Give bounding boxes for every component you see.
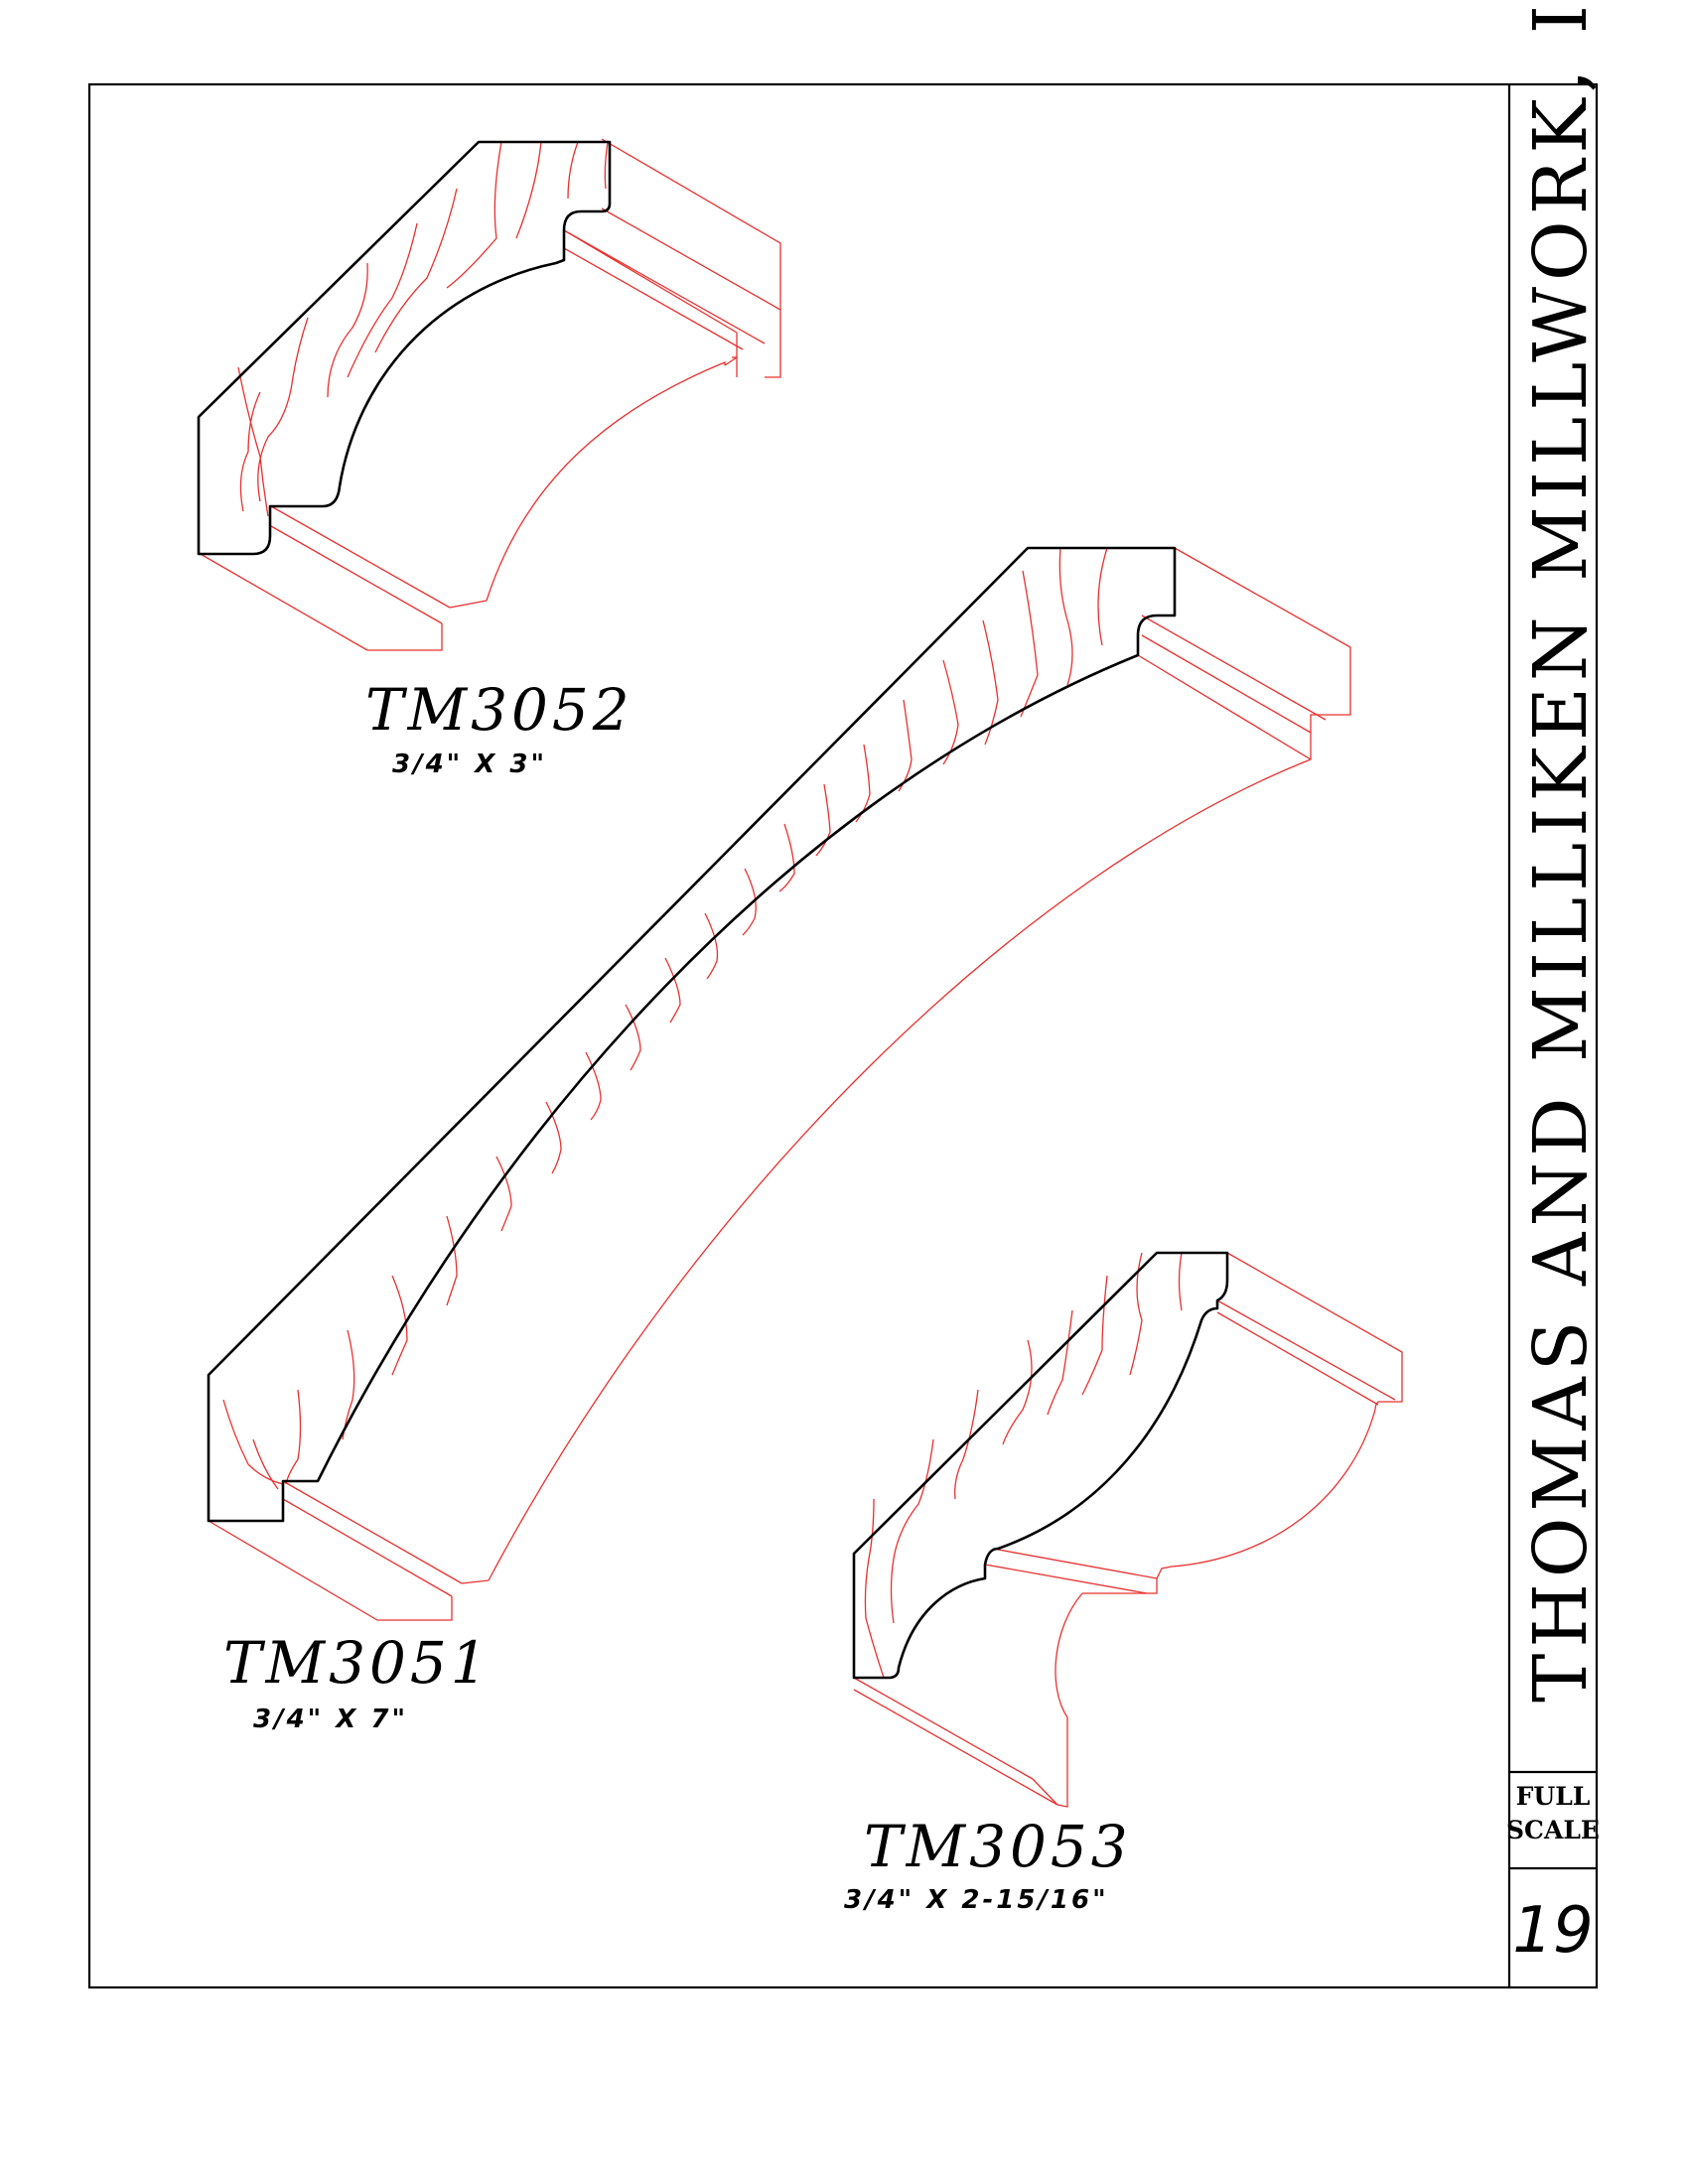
- page-number: 19: [1512, 1894, 1593, 1968]
- company-title: THOMAS AND MILLIKEN MILLWORK, INC.: [1518, 0, 1604, 1703]
- tm3052-size: 3/4" X 3": [392, 750, 547, 779]
- tm3051-code: TM3051: [223, 1629, 492, 1697]
- tm3053-grain-lines: [864, 1252, 1183, 1679]
- tm3052-extrusion-lines: [198, 138, 781, 651]
- tm3053-profile-outline: [852, 1251, 1229, 1680]
- profile-tm3052: [197, 138, 781, 651]
- tm3053-size: 3/4" X 2-15/16": [844, 1885, 1109, 1915]
- tm3051-profile-outline: [207, 546, 1177, 1523]
- tm3051-size: 3/4" X 7": [253, 1705, 408, 1734]
- tm3053-extrusion-lines: [853, 1252, 1403, 1808]
- tm3052-grain-lines: [237, 141, 609, 517]
- tm3051-grain-lines: [222, 547, 1108, 1490]
- tm3052-code: TM3052: [365, 676, 633, 744]
- profile-tm3051: [207, 546, 1351, 1621]
- tm3051-extrusion-lines: [208, 547, 1351, 1621]
- tm3053-code: TM3053: [864, 1813, 1132, 1880]
- profile-tm3053: [852, 1251, 1403, 1808]
- tm3052-profile-outline: [197, 140, 612, 556]
- page-border: [87, 82, 1599, 1989]
- scale-label-line1: FULL: [1516, 1782, 1591, 1811]
- scale-label-line2: SCALE: [1506, 1816, 1600, 1844]
